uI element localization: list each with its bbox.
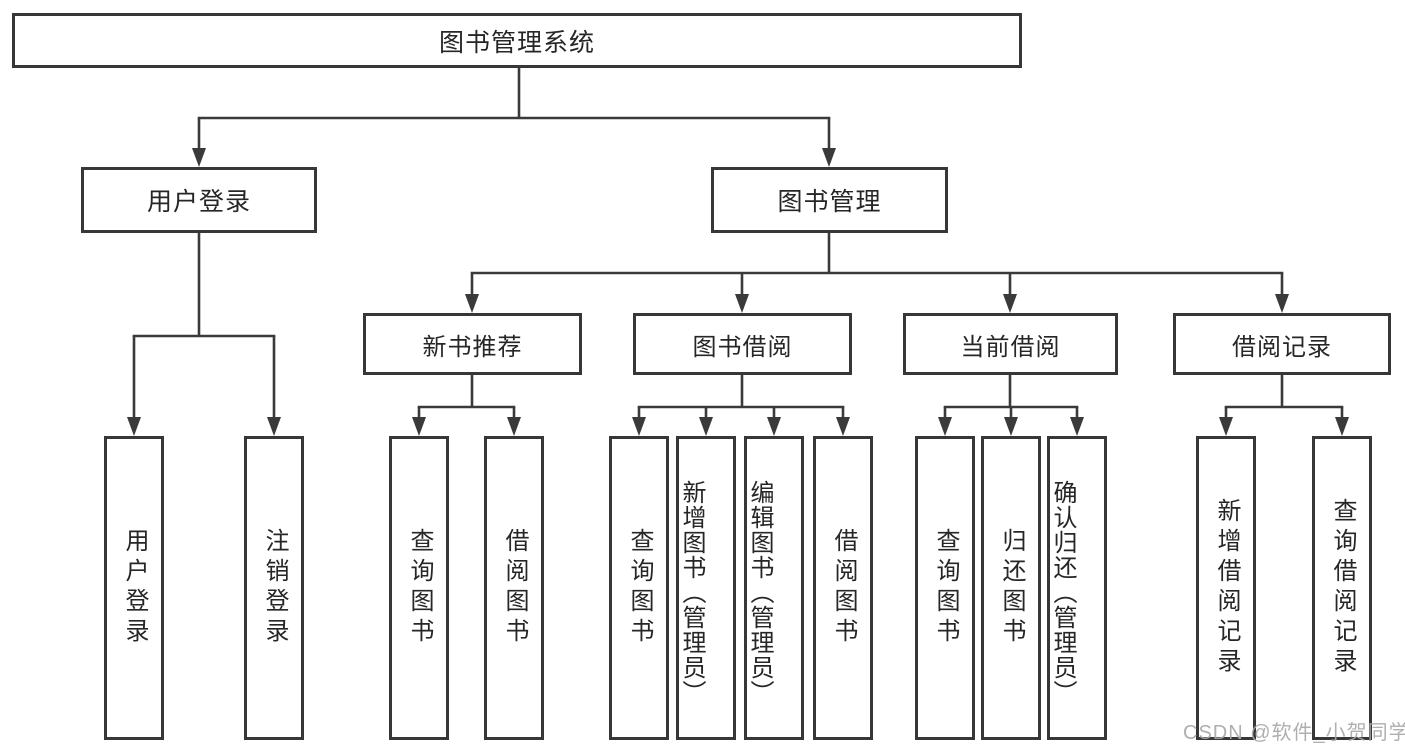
leaf-borrow-books-borrowing-label: 借阅图书 <box>830 528 857 648</box>
node-root: 图书管理系统 <box>12 13 1022 68</box>
leaf-borrow-books-borrowing: 借阅图书 <box>813 436 873 740</box>
node-user-login-label: 用户登录 <box>146 188 251 216</box>
node-book-borrowing: 图书借阅 <box>633 313 852 375</box>
leaf-query-books-recommend: 查询图书 <box>389 436 449 740</box>
leaf-add-borrow-record-label: 新增借阅记录 <box>1213 498 1240 678</box>
leaf-return-book: 归还图书 <box>981 436 1041 740</box>
leaf-query-books-current: 查询图书 <box>915 436 975 740</box>
leaf-query-books-recommend-label: 查询图书 <box>406 528 433 648</box>
node-new-book-recommend: 新书推荐 <box>363 313 582 375</box>
leaf-query-books-current-label: 查询图书 <box>932 528 959 648</box>
node-borrowing-records-label: 借阅记录 <box>1232 333 1332 361</box>
leaf-confirm-return-admin: 确认归还（管理员） <box>1047 436 1107 740</box>
leaf-logout-label: 注销登录 <box>261 528 288 648</box>
node-user-login: 用户登录 <box>81 167 317 233</box>
node-root-label: 图书管理系统 <box>438 28 595 57</box>
leaf-query-books-borrowing-label: 查询图书 <box>626 528 653 648</box>
leaf-add-book-admin: 新增图书（管理员） <box>676 436 736 740</box>
leaf-edit-book-admin-label: 编辑图书（管理员） <box>746 479 773 705</box>
leaf-edit-book-admin: 编辑图书（管理员） <box>744 436 804 740</box>
leaf-return-book-label: 归还图书 <box>998 528 1025 648</box>
leaf-add-book-admin-label: 新增图书（管理员） <box>678 479 705 705</box>
leaf-borrow-books-recommend: 借阅图书 <box>484 436 544 740</box>
node-new-book-recommend-label: 新书推荐 <box>422 333 523 361</box>
node-borrowing-records: 借阅记录 <box>1173 313 1391 375</box>
leaf-user-login: 用户登录 <box>104 436 164 740</box>
node-book-management-label: 图书管理 <box>777 188 882 216</box>
leaf-query-borrow-record: 查询借阅记录 <box>1312 436 1372 740</box>
node-current-borrowing: 当前借阅 <box>903 313 1118 375</box>
node-book-borrowing-label: 图书借阅 <box>692 333 793 361</box>
leaf-query-borrow-record-label: 查询借阅记录 <box>1329 498 1356 678</box>
csdn-watermark: CSDN @软件_小贺同学 <box>1183 722 1405 744</box>
leaf-confirm-return-admin-label: 确认归还（管理员） <box>1049 479 1076 705</box>
leaf-user-login-label: 用户登录 <box>121 528 148 648</box>
leaf-borrow-books-recommend-label: 借阅图书 <box>501 528 528 648</box>
leaf-add-borrow-record: 新增借阅记录 <box>1196 436 1256 740</box>
node-current-borrowing-label: 当前借阅 <box>960 333 1061 361</box>
leaf-logout: 注销登录 <box>244 436 304 740</box>
node-book-management: 图书管理 <box>711 167 948 233</box>
leaf-query-books-borrowing: 查询图书 <box>609 436 669 740</box>
